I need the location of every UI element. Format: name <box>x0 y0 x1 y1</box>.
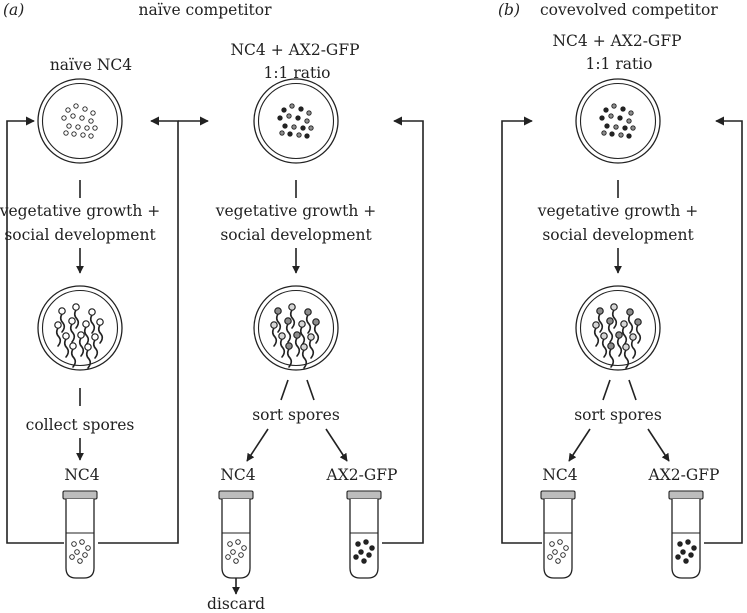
fruiting-body-icon <box>288 303 296 329</box>
tube-nc4-label: NC4 <box>542 466 577 484</box>
panel-b-header: covevolved competitor <box>540 1 718 19</box>
tube-ax2-gfp-label: AX2-GFP <box>648 466 720 484</box>
fruiting-body-icon <box>88 308 96 334</box>
fruiting-body-icon <box>606 317 614 343</box>
step-growth-line1: vegetative growth + <box>215 202 377 220</box>
mix-label-line1: NC4 + AX2-GFP <box>230 41 359 59</box>
step-growth-line2: social development <box>220 226 372 244</box>
fruiting-body-icon <box>69 342 77 368</box>
fruiting-body-icon <box>285 342 293 368</box>
naive-nc4-label: naïve NC4 <box>50 56 132 74</box>
fruiting-body-icon <box>54 321 62 347</box>
fruiting-body-icon <box>307 333 315 359</box>
step-growth-line1: vegetative growth + <box>537 202 699 220</box>
fruiting-body-icon <box>62 332 70 358</box>
fruiting-body-icon <box>82 320 90 346</box>
tube-nc4-label: NC4 <box>64 466 99 484</box>
loop-arrow-right <box>704 116 743 544</box>
petri-dish-icon <box>253 285 339 371</box>
fruiting-body-icon <box>629 333 637 359</box>
loop-arrow-to-right-plate <box>98 116 179 544</box>
panel-b-label: (b) <box>498 1 520 19</box>
loop-arrow-ax2 <box>382 116 424 544</box>
test-tube-icon <box>218 490 254 579</box>
fruiting-body-icon <box>293 331 301 357</box>
mix-label-line1: NC4 + AX2-GFP <box>552 32 681 50</box>
fruiting-body-icon <box>615 331 623 357</box>
fruiting-body-icon <box>596 307 604 333</box>
arrow-icon <box>246 428 269 462</box>
fruiting-body-icon <box>300 343 308 369</box>
fruiting-body-icon <box>626 308 634 334</box>
step-growth-line2: social development <box>542 226 694 244</box>
tube-ax2-gfp-label: AX2-GFP <box>326 466 398 484</box>
test-tube-icon <box>62 490 98 579</box>
mix-label-line2: 1:1 ratio <box>263 64 330 82</box>
fruiting-body-icon <box>304 308 312 334</box>
discard-label: discard <box>207 595 265 613</box>
fruiting-body-icon <box>610 303 618 329</box>
fruiting-body-icon <box>284 317 292 343</box>
step-growth-line1: vegetative growth + <box>0 202 160 220</box>
spore-dots-icon <box>599 103 636 139</box>
step-growth-line2: social development <box>4 226 156 244</box>
fruiting-body-icon <box>600 332 608 358</box>
collect-spores-label: collect spores <box>26 416 135 434</box>
fruiting-body-icon <box>270 321 278 347</box>
arrow-icon <box>325 428 348 462</box>
sort-spores-label: sort spores <box>574 406 662 424</box>
fruiting-body-icon <box>274 307 282 333</box>
fruiting-body-icon <box>607 342 615 368</box>
fruiting-body-icon <box>622 343 630 369</box>
fruiting-body-icon <box>58 307 66 333</box>
fruiting-body-icon <box>84 343 92 369</box>
spore-dots-icon <box>61 103 98 139</box>
petri-dish-icon <box>575 78 661 164</box>
petri-dish-icon <box>37 78 123 164</box>
loop-arrow-left <box>501 116 542 544</box>
test-tube-icon <box>540 490 576 579</box>
fruiting-body-icon <box>592 321 600 347</box>
fruiting-body-icon <box>298 320 306 346</box>
arrow-icon <box>647 428 670 462</box>
arrow-icon <box>568 428 591 462</box>
tube-nc4-label: NC4 <box>220 466 255 484</box>
fruiting-body-icon <box>68 317 76 343</box>
petri-dish-icon <box>575 285 661 371</box>
petri-dish-icon <box>37 285 123 371</box>
sort-spores-label: sort spores <box>252 406 340 424</box>
fruiting-body-icon <box>91 333 99 359</box>
fruiting-body-icon <box>620 320 628 346</box>
fruiting-body-icon <box>278 332 286 358</box>
test-tube-icon <box>668 490 704 579</box>
fruiting-body-icon <box>96 318 104 344</box>
fruiting-body-icon <box>77 331 85 357</box>
mix-label-line2: 1:1 ratio <box>585 55 652 73</box>
fruiting-body-icon <box>72 303 80 329</box>
test-tube-icon <box>346 490 382 579</box>
spore-dots-icon <box>277 103 314 139</box>
fruiting-body-icon <box>312 318 320 344</box>
petri-dish-icon <box>253 78 339 164</box>
panel-a-label: (a) <box>3 1 24 19</box>
loop-arrow-left <box>6 116 64 544</box>
fruiting-body-icon <box>634 318 642 344</box>
panel-a-header: naïve competitor <box>139 1 273 19</box>
